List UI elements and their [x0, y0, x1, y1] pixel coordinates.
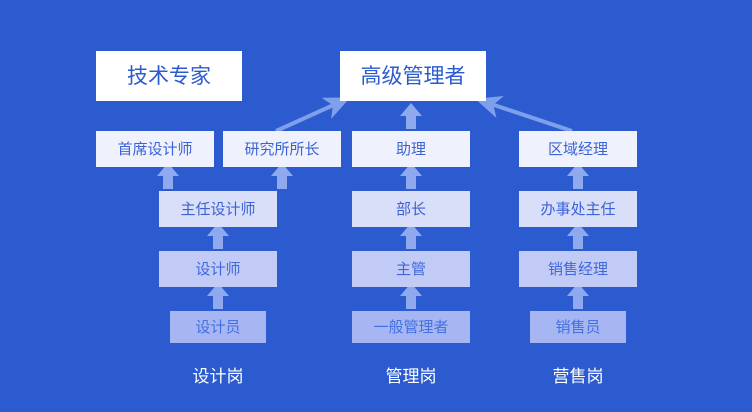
- node-label: 设计师: [195, 260, 241, 278]
- node-label: 主管: [395, 260, 426, 278]
- node-label: 技术专家: [127, 64, 211, 88]
- arrow-lead-designer-to-chief-designer: [151, 163, 185, 189]
- node-tech-expert[interactable]: 技术专家: [96, 51, 242, 101]
- node-department-head[interactable]: 部长: [352, 191, 470, 227]
- arrow-lead-designer-to-institute-director: [265, 163, 299, 189]
- node-label: 一般管理者: [373, 318, 449, 336]
- arrow-regional-to-senior-manager: [475, 96, 573, 133]
- arrow-office-director-to-regional-manager: [561, 163, 595, 189]
- node-designer[interactable]: 设计师: [159, 251, 277, 287]
- arrow-designer-to-lead-designer: [201, 223, 235, 249]
- node-lead-designer[interactable]: 主任设计师: [159, 191, 277, 227]
- node-sales-manager[interactable]: 销售经理: [519, 251, 637, 287]
- node-label: 销售员: [555, 318, 601, 336]
- node-label: 主任设计师: [180, 200, 256, 218]
- arrow-department-head-to-assistant: [394, 163, 428, 189]
- node-label: 区域经理: [547, 140, 608, 158]
- column-label-design: 设计岗: [192, 367, 244, 386]
- node-junior-designer[interactable]: 设计员: [170, 311, 266, 343]
- node-office-director[interactable]: 办事处主任: [519, 191, 637, 227]
- node-label: 设计员: [195, 318, 241, 336]
- arrow-junior-designer-to-designer: [201, 283, 235, 309]
- node-label: 销售经理: [547, 260, 608, 278]
- node-senior-manager[interactable]: 高级管理者: [340, 51, 486, 101]
- column-label-management: 管理岗: [385, 367, 437, 386]
- node-label: 助理: [395, 140, 426, 158]
- node-chief-designer[interactable]: 首席设计师: [96, 131, 214, 167]
- node-label: 研究所所长: [244, 140, 320, 158]
- arrow-salesperson-to-sales-manager: [561, 283, 595, 309]
- arrow-institute-to-senior-manager: [275, 97, 351, 133]
- arrow-assistant-to-senior-manager: [394, 103, 428, 129]
- node-general-manager-staff[interactable]: 一般管理者: [352, 311, 470, 343]
- node-label: 高级管理者: [360, 64, 466, 88]
- arrow-sales-manager-to-office-director: [561, 223, 595, 249]
- node-label: 部长: [395, 200, 426, 218]
- node-institute-director[interactable]: 研究所所长: [223, 131, 341, 167]
- node-regional-manager[interactable]: 区域经理: [519, 131, 637, 167]
- node-supervisor[interactable]: 主管: [352, 251, 470, 287]
- node-label: 办事处主任: [540, 200, 616, 218]
- column-label-sales: 营售岗: [552, 367, 604, 386]
- arrow-supervisor-to-department-head: [394, 223, 428, 249]
- node-salesperson[interactable]: 销售员: [530, 311, 626, 343]
- node-assistant[interactable]: 助理: [352, 131, 470, 167]
- arrow-general-manager-to-supervisor: [394, 283, 428, 309]
- node-label: 首席设计师: [117, 140, 193, 158]
